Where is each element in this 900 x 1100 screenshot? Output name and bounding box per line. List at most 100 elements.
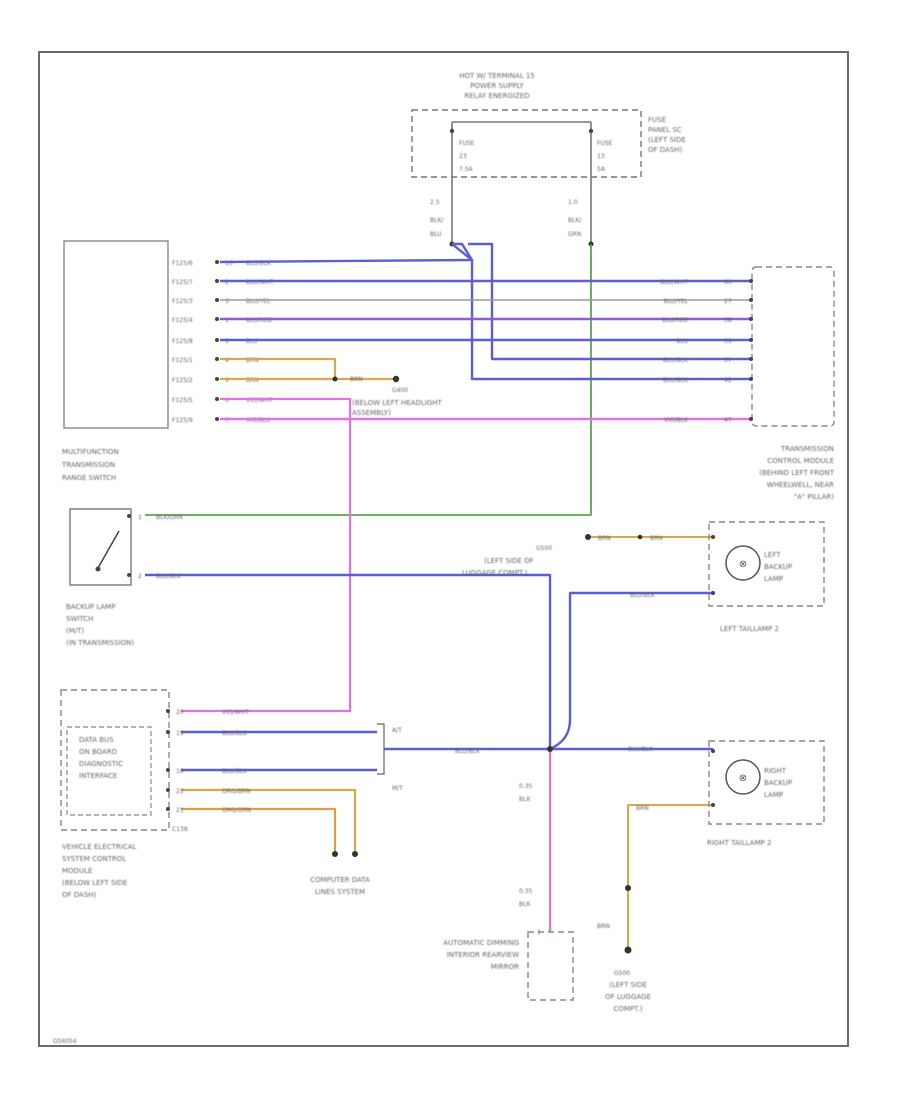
vecm-pin-dot	[166, 730, 170, 734]
svg-text:FUSE: FUSE	[597, 140, 613, 147]
tcm-pin-number: 47	[724, 417, 732, 424]
svg-text:2: 2	[138, 573, 142, 580]
mf-pin-label: F125/9	[172, 417, 193, 424]
svg-text:BLK/: BLK/	[430, 217, 444, 224]
svg-text:COMPT.): COMPT.)	[613, 1005, 642, 1013]
mf-pin-dot	[215, 377, 219, 381]
vecm-wire-label: VIO/WHT	[222, 709, 249, 716]
svg-text:WHEELWELL, NEAR: WHEELWELL, NEAR	[767, 481, 834, 489]
svg-text:ASSEMBLY): ASSEMBLY)	[352, 409, 391, 417]
svg-text:(M/T): (M/T)	[66, 627, 84, 635]
vecm-wire-label: BLU/BLK	[222, 768, 248, 775]
pin-dot	[711, 591, 715, 595]
vecm-pin-number: 20	[176, 709, 184, 716]
mf-pin-number: 3	[225, 298, 229, 305]
mf-pin-number: 7	[225, 417, 229, 424]
backup-switch-symbol	[95, 514, 131, 577]
tcm-pin-number: 37	[724, 357, 732, 364]
tcm-pin-dot	[749, 298, 753, 302]
mf-wire-label: BLU/YEL	[246, 298, 271, 305]
fuse-13: FUSE 13 5A	[597, 140, 613, 173]
svg-text:PANEL SC: PANEL SC	[648, 126, 682, 134]
svg-text:G400: G400	[392, 387, 408, 394]
fuse-wire-labels: 2.5 BLK/ BLU 1.0 BLK/ GRN	[430, 199, 582, 238]
mf-wire-label: BLU/WHT	[246, 279, 274, 286]
svg-text:BLU/BLK: BLU/BLK	[630, 592, 656, 599]
mf-wire-label: BRN	[246, 377, 259, 384]
vecm-pin-dot	[166, 788, 170, 792]
tcm-wire-label: BLU/BLK	[663, 377, 689, 384]
ground-g500-left: BRN BRN G500 (LEFT SIDE OF LUGGAGE COMPT…	[462, 534, 663, 577]
mf-pin-dot	[215, 298, 219, 302]
svg-text:LEFT: LEFT	[764, 551, 781, 559]
svg-text:LUGGAGE COMPT.): LUGGAGE COMPT.)	[462, 569, 528, 577]
mirror-box	[527, 931, 574, 1001]
svg-text:ON BOARD: ON BOARD	[79, 748, 117, 756]
mf-wire-label: BRN	[246, 357, 259, 364]
tcm-pin-number: 27	[724, 298, 732, 305]
svg-text:1.0: 1.0	[568, 199, 578, 206]
mf-pin-dot	[215, 397, 219, 401]
svg-text:RIGHT TAILLAMP 2: RIGHT TAILLAMP 2	[707, 839, 771, 847]
mirror-label: AUTOMATIC DIMMING INTERIOR REARVIEW MIRR…	[443, 939, 519, 971]
svg-text:"A" PILLAR): "A" PILLAR)	[794, 493, 834, 501]
vecm-interface-label: DATA BUS ON BOARD DIAGNOSTIC INTERFACE	[79, 736, 123, 780]
mf-pin-label: F125/6	[172, 260, 193, 267]
svg-text:BACKUP: BACKUP	[764, 779, 792, 787]
svg-text:DATA BUS: DATA BUS	[79, 736, 114, 744]
trans-bracket: A/T M/T	[377, 723, 403, 792]
svg-text:(LEFT SIDE: (LEFT SIDE	[609, 981, 647, 989]
svg-text:LAMP: LAMP	[764, 791, 783, 799]
svg-text:DIAGNOSTIC: DIAGNOSTIC	[79, 760, 123, 768]
tcm-pin-number: 39	[724, 338, 732, 345]
mf-pin-number: 6	[225, 397, 229, 404]
vecm-box	[60, 689, 170, 831]
svg-text:MODULE: MODULE	[62, 867, 92, 875]
svg-text:OF DASH): OF DASH)	[648, 146, 683, 154]
svg-text:MULTIFUNCTION: MULTIFUNCTION	[62, 448, 119, 456]
svg-text:M/T: M/T	[392, 785, 403, 792]
svg-text:TRANSMISSION: TRANSMISSION	[780, 445, 834, 453]
mf-pin-number: 9	[225, 377, 229, 384]
mf-pin-dot	[215, 279, 219, 283]
svg-text:LEFT TAILLAMP 2: LEFT TAILLAMP 2	[720, 625, 779, 633]
mf-pin-dot	[215, 357, 219, 361]
svg-text:GRN: GRN	[568, 231, 581, 238]
mirror-pin: 1	[537, 929, 541, 936]
svg-text:VEHICLE ELECTRICAL: VEHICLE ELECTRICAL	[62, 843, 136, 851]
svg-text:BLK: BLK	[519, 901, 531, 908]
tcm-label: TRANSMISSION CONTROL MODULE (BEHIND LEFT…	[759, 445, 834, 501]
right-lamp-bulb-icon	[725, 759, 761, 795]
right-lamp-bulb-filament: ⊗	[739, 773, 747, 784]
backup-switch-box	[69, 508, 132, 586]
svg-text:LAMP: LAMP	[764, 575, 783, 583]
svg-text:SYSTEM CONTROL: SYSTEM CONTROL	[62, 855, 126, 863]
mf-wire-label: BLU/BLK	[246, 260, 272, 267]
left-lamp-label: LEFT BACKUP LAMP BLU/BLK LEFT TAILLAMP 2	[630, 551, 792, 633]
svg-text:POWER SUPPLY: POWER SUPPLY	[470, 82, 524, 90]
mf-pin-dot	[215, 417, 219, 421]
svg-text:BRN: BRN	[350, 376, 363, 383]
tcm-wire-label: BLU/BLK	[663, 357, 689, 364]
pin-dot	[711, 535, 715, 539]
fuse-panel-label: FUSE PANEL SC (LEFT SIDE OF DASH)	[648, 116, 686, 154]
vecm-wire-label: BLU/BLK	[222, 730, 248, 737]
wires	[145, 242, 751, 950]
svg-text:RELAY ENERGIZED: RELAY ENERGIZED	[464, 92, 529, 100]
tcm-box	[751, 266, 835, 427]
mf-pin-label: F125/3	[172, 298, 193, 305]
tcm-pin-dot	[749, 417, 753, 421]
footer-code: G56054	[53, 1038, 77, 1045]
mf-wire-label: VIO/WHT	[246, 397, 273, 404]
multifunction-switch-label: MULTIFUNCTION TRANSMISSION RANGE SWITCH	[61, 448, 119, 482]
fuse-23-terminal	[449, 128, 455, 134]
tcm-pin-dot	[749, 377, 753, 381]
mf-pin-number: 4	[225, 357, 229, 364]
wire-blk-grn	[145, 244, 592, 516]
vecm-pin-number: 18	[176, 768, 184, 775]
svg-text:BACKUP LAMP: BACKUP LAMP	[66, 603, 115, 611]
svg-text:COMPUTER DATA: COMPUTER DATA	[310, 876, 370, 884]
